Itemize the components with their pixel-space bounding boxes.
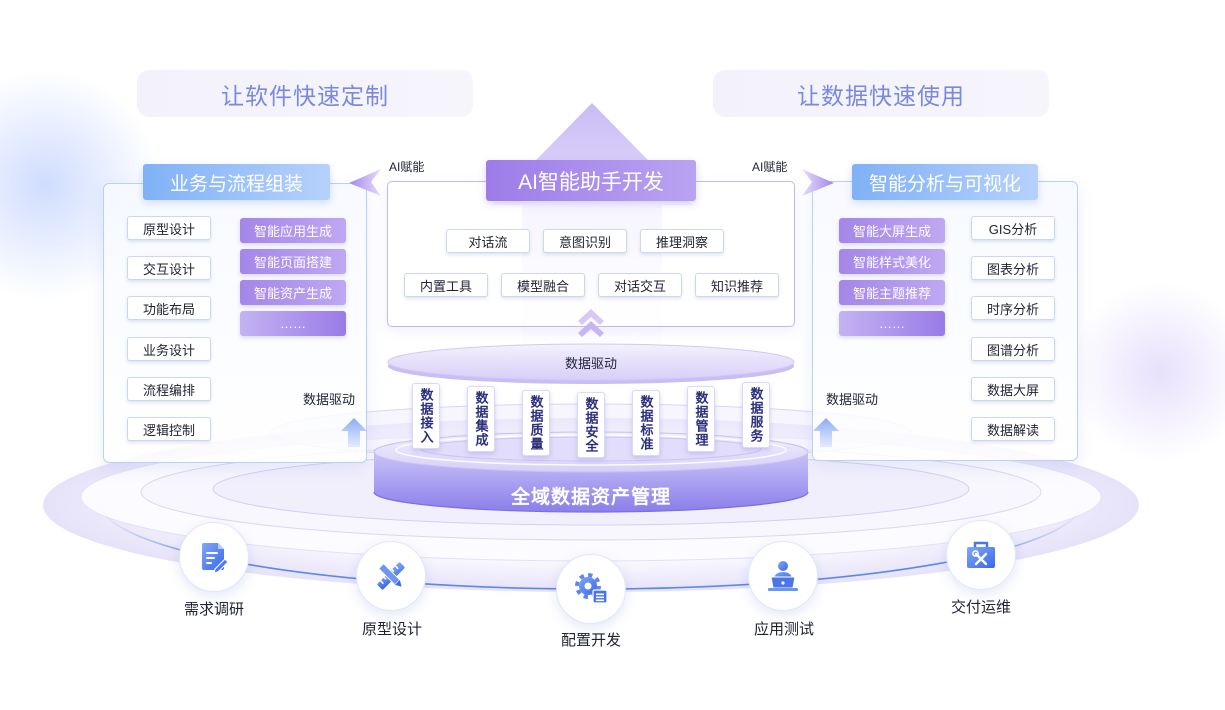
pillar-label: 数据安全 (583, 397, 599, 453)
pillar-data-standard: 数据标准 (632, 390, 660, 456)
pillar-data-service: 数据服务 (742, 382, 770, 448)
design-item-prototype: 原型设计 (127, 216, 211, 240)
design-item-layout: 功能布局 (127, 296, 211, 320)
smart-item-asset-gen: 智能资产生成 (240, 280, 346, 305)
pillar-label: 数据标准 (638, 395, 654, 451)
lifecycle-step-delivery-ops (946, 520, 1016, 590)
analysis-item-interpretation: 数据解读 (971, 417, 1055, 441)
smart-item-more: …… (240, 311, 346, 336)
data-drive-disc (387, 343, 795, 381)
gear-list-icon (575, 573, 608, 604)
ruler-pencil-icon (377, 562, 405, 590)
smart-item-page-build: 智能页面搭建 (240, 249, 346, 274)
analysis-item-graph: 图谱分析 (971, 337, 1055, 361)
toolbox-icon (967, 541, 995, 568)
smart-item-app-gen: 智能应用生成 (240, 218, 346, 243)
smart-item-style: 智能样式美化 (839, 249, 945, 274)
ai-cap-dialog-flow: 对话流 (446, 229, 530, 253)
design-item-business: 业务设计 (127, 337, 211, 361)
pillar-data-quality: 数据质量 (522, 390, 550, 456)
banner-right-text: 让数据快速使用 (797, 82, 965, 109)
pillar-label: 数据集成 (473, 391, 489, 447)
business-panel-title: 业务与流程组装 (143, 164, 330, 200)
cylinder-bottom-rim (373, 491, 809, 513)
lifecycle-step-prototype (356, 541, 426, 611)
analysis-item-gis: GIS分析 (971, 216, 1055, 240)
analysis-item-timeseries: 时序分析 (971, 296, 1055, 320)
user-laptop-icon (768, 561, 798, 591)
data-asset-base-title: 全域数据资产管理 (510, 487, 671, 508)
ai-cap-model-fusion: 模型融合 (501, 273, 585, 297)
pillar-label: 数据接入 (418, 388, 434, 444)
banner-software-customization: 让软件快速定制 (137, 70, 473, 117)
center-drive-label: 数据驱动 (564, 356, 617, 371)
pillar-label: 数据质量 (528, 395, 544, 451)
lifecycle-label-config-dev: 配置开发 (560, 632, 621, 649)
analysis-panel-title: 智能分析与可视化 (852, 164, 1038, 200)
pillar-data-integration: 数据集成 (467, 386, 495, 452)
ai-cap-reasoning: 推理洞察 (640, 229, 724, 253)
design-item-logic: 逻辑控制 (127, 417, 211, 441)
smart-item-screen-gen: 智能大屏生成 (839, 218, 945, 243)
lifecycle-step-config-dev (556, 554, 626, 624)
lifecycle-step-requirements (179, 522, 249, 592)
lifecycle-label-delivery-ops: 交付运维 (950, 599, 1011, 616)
analysis-item-chart: 图表分析 (971, 256, 1055, 280)
ai-cap-interaction: 对话交互 (598, 273, 682, 297)
ai-cap-knowledge: 知识推荐 (695, 273, 779, 297)
analysis-item-dashboard: 数据大屏 (971, 377, 1055, 401)
design-item-interaction: 交互设计 (127, 256, 211, 280)
ai-empower-left-label: AI赋能 (389, 160, 425, 174)
lifecycle-label-prototype: 原型设计 (361, 621, 422, 638)
pillar-data-access: 数据接入 (412, 383, 440, 449)
pillar-label: 数据服务 (748, 387, 764, 443)
banner-left-text: 让软件快速定制 (221, 82, 389, 109)
lifecycle-label-testing: 应用测试 (753, 621, 814, 638)
ai-cap-tools: 内置工具 (404, 273, 488, 297)
ai-empower-right-label: AI赋能 (752, 160, 788, 174)
analysis-drive-label: 数据驱动 (826, 392, 879, 407)
lifecycle-label-requirements: 需求调研 (183, 601, 244, 618)
design-item-flow: 流程编排 (127, 377, 211, 401)
smart-item-theme: 智能主题推荐 (839, 280, 945, 305)
smart-item-more-right: …… (839, 311, 945, 336)
right-glow (1070, 282, 1225, 462)
lifecycle-step-testing (748, 541, 818, 611)
banner-data-usage: 让数据快速使用 (713, 70, 1049, 117)
pillar-data-security: 数据安全 (577, 392, 605, 458)
business-drive-label: 数据驱动 (303, 392, 356, 407)
document-edit-icon (202, 543, 229, 574)
ai-cap-intent: 意图识别 (543, 229, 627, 253)
ai-assistant-box (387, 181, 795, 327)
pillar-data-management: 数据管理 (687, 386, 715, 452)
ai-assistant-title: AI智能助手开发 (486, 160, 696, 201)
pillar-label: 数据管理 (693, 391, 709, 447)
